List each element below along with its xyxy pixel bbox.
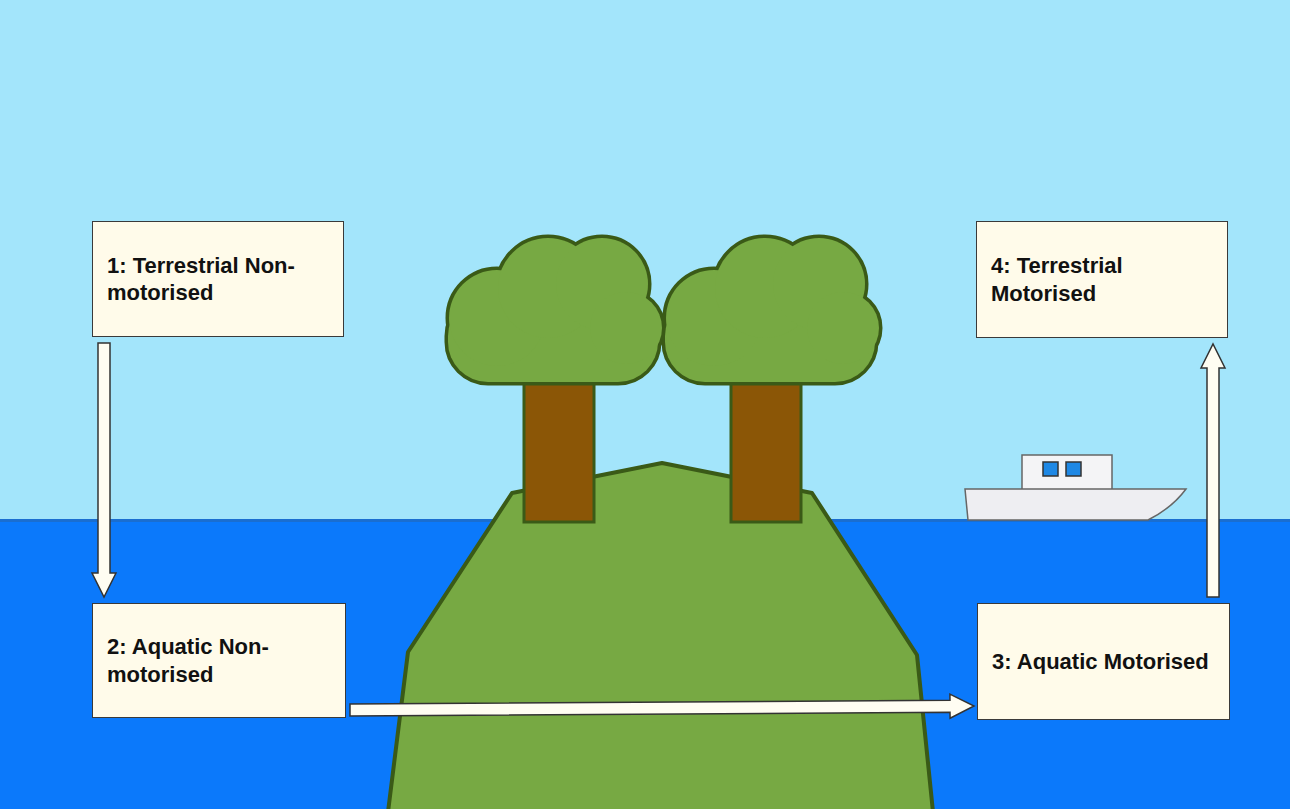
flow-arrow bbox=[350, 694, 974, 718]
box-label: 1: Terrestrial Non-motorised bbox=[107, 252, 329, 307]
sky bbox=[0, 0, 1290, 522]
box-label: 2: Aquatic Non-motorised bbox=[107, 633, 331, 688]
tree-canopy bbox=[665, 238, 879, 382]
box-label: 3: Aquatic Motorised bbox=[992, 648, 1209, 676]
boat bbox=[965, 455, 1186, 520]
mode-box: 1: Terrestrial Non-motorised bbox=[92, 221, 344, 337]
tree-canopy bbox=[448, 238, 662, 382]
tree-canopy-fill bbox=[448, 238, 879, 382]
mode-box: 4: Terrestrial Motorised bbox=[976, 221, 1228, 338]
box-label: 4: Terrestrial Motorised bbox=[991, 252, 1213, 307]
flow-arrow bbox=[1201, 344, 1225, 597]
mode-box: 2: Aquatic Non-motorised bbox=[92, 603, 346, 718]
island bbox=[388, 463, 933, 809]
mode-box: 3: Aquatic Motorised bbox=[977, 603, 1230, 720]
flow-arrow bbox=[92, 343, 116, 597]
